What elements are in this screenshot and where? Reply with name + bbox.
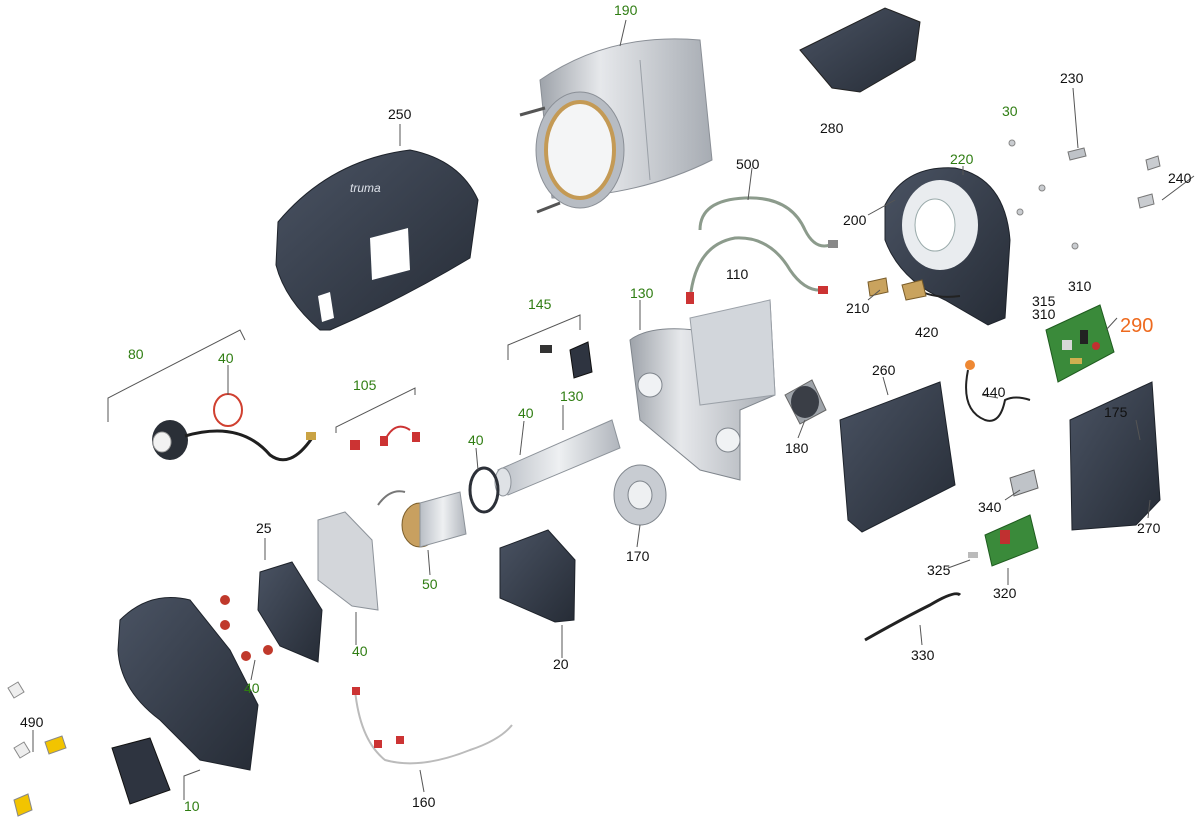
label-40e: 40 — [244, 680, 260, 696]
label-490: 490 — [20, 714, 44, 730]
label-420: 420 — [915, 324, 939, 340]
label-180: 180 — [785, 440, 809, 456]
terminal-210 — [867, 277, 889, 297]
label-40c: 40 — [468, 432, 484, 448]
label-40a: 40 — [218, 350, 234, 366]
panel-260 — [839, 381, 956, 533]
small-parts-top-right — [1008, 139, 1161, 250]
label-440: 440 — [982, 384, 1006, 400]
wire-440 — [965, 360, 1031, 422]
label-260: 260 — [872, 362, 896, 378]
label-280: 280 — [820, 120, 844, 136]
sensor-420 — [901, 279, 927, 301]
red-clips-40 — [220, 595, 273, 661]
motor-180 — [784, 379, 827, 425]
label-130b: 130 — [560, 388, 584, 404]
label-200: 200 — [843, 212, 867, 228]
label-145: 145 — [528, 296, 552, 312]
label-130a: 130 — [630, 285, 654, 301]
label-40d: 40 — [352, 643, 368, 659]
cover-270 — [1069, 381, 1161, 531]
label-110: 110 — [726, 266, 749, 282]
label-320: 320 — [993, 585, 1017, 601]
label-330: 330 — [911, 647, 935, 663]
label-270: 270 — [1137, 520, 1161, 536]
label-20: 20 — [553, 656, 569, 672]
label-25: 25 — [256, 520, 272, 536]
label-30: 30 — [1002, 103, 1018, 119]
label-310b: 310 — [1032, 306, 1056, 322]
label-340: 340 — [978, 499, 1002, 515]
svg-text:truma: truma — [350, 181, 381, 195]
stickers-490 — [7, 681, 67, 817]
label-160: 160 — [412, 794, 436, 810]
plate-25 — [257, 561, 323, 663]
label-315: 315 — [1032, 293, 1056, 309]
harness-160 — [352, 687, 513, 765]
label-325: 325 — [927, 562, 951, 578]
mesh-plate-40 — [317, 511, 379, 611]
cover-280 — [799, 7, 921, 93]
heat-exchanger-190 — [519, 38, 713, 214]
label-220: 220 — [950, 151, 974, 167]
label-290: 290 — [1120, 315, 1154, 337]
label-190: 190 — [614, 2, 638, 18]
label-240: 240 — [1168, 170, 1192, 186]
bracket-20 — [499, 529, 576, 623]
label-210: 210 — [846, 300, 870, 316]
label-500: 500 — [736, 156, 760, 172]
label-10: 10 — [184, 798, 200, 814]
ignition-leads-105 — [350, 425, 420, 450]
label-105: 105 — [353, 377, 377, 393]
fan-housing-220-200 — [884, 167, 1011, 326]
label-80: 80 — [128, 346, 144, 362]
label-50: 50 — [422, 576, 438, 592]
clip-340 — [1009, 469, 1039, 497]
board-320 — [968, 514, 1039, 567]
bracket-145 — [540, 341, 593, 379]
control-board-290 — [1045, 304, 1115, 383]
label-310a: 310 — [1068, 278, 1092, 294]
cable-harness-500-110 — [686, 196, 838, 304]
burner-body-130 — [629, 299, 776, 481]
label-230: 230 — [1060, 70, 1084, 86]
main-cover-10 — [111, 597, 259, 805]
label-175: 175 — [1104, 404, 1128, 420]
leader-lines — [32, 19, 1195, 800]
pump-assembly-80 — [152, 393, 316, 462]
fan-wheel-170 — [613, 464, 667, 526]
combustion-tube-130 — [468, 419, 621, 514]
label-170: 170 — [626, 548, 650, 564]
housing-shell-250: truma — [275, 149, 479, 331]
label-250: 250 — [388, 106, 412, 122]
burner-head-50 — [377, 490, 467, 548]
label-40b: 40 — [518, 405, 534, 421]
cable-330 — [864, 592, 962, 642]
